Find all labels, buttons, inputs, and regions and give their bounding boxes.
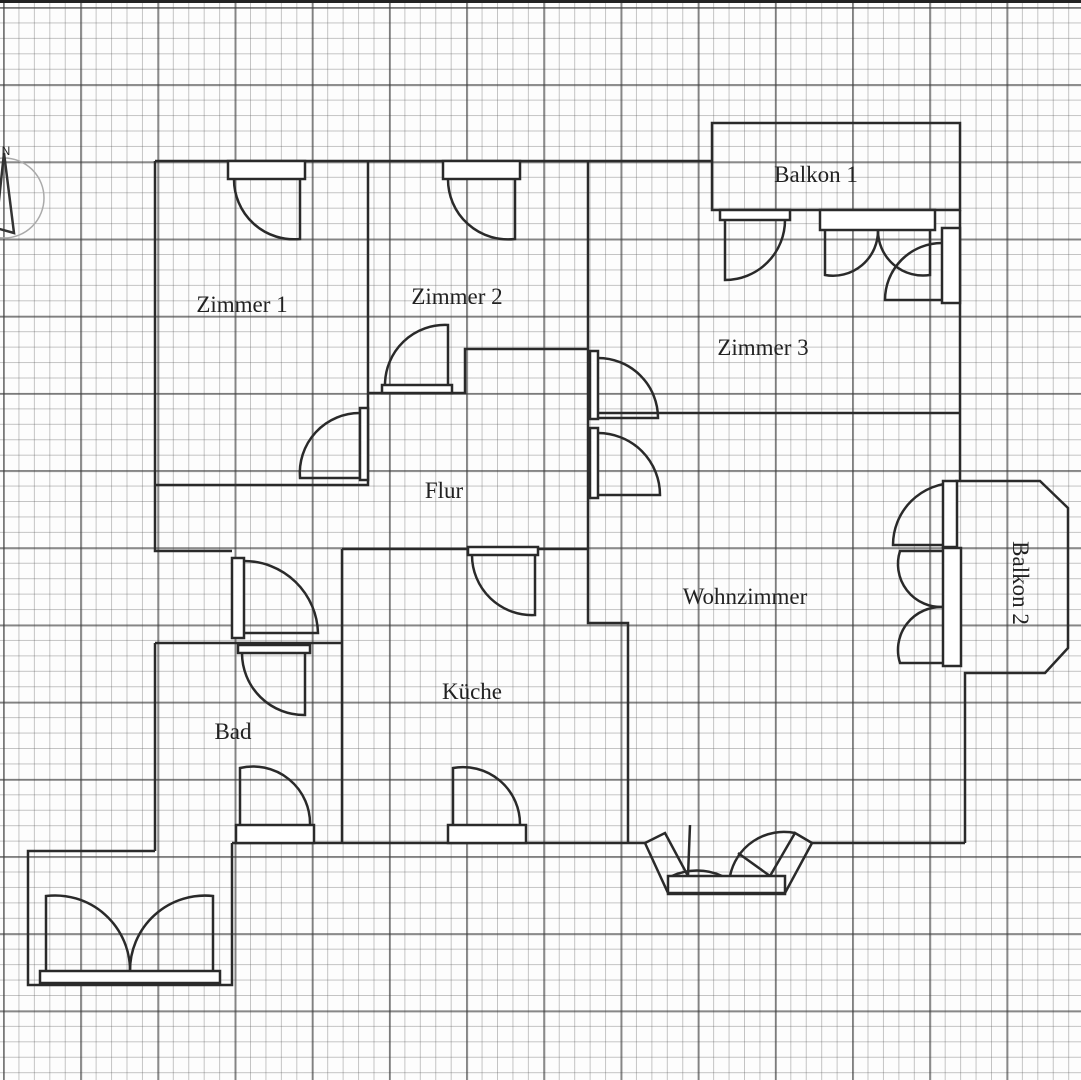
door-icon <box>818 208 937 277</box>
door-icon <box>234 765 316 845</box>
compass-north-label: N <box>1 144 11 158</box>
door-swing <box>451 765 522 826</box>
door-icon <box>298 406 370 482</box>
door-icon <box>896 546 963 668</box>
door-icon <box>466 545 540 617</box>
door-icon <box>718 208 792 282</box>
door-icon <box>883 226 962 305</box>
door-swing <box>298 411 361 480</box>
door-icon <box>236 643 312 717</box>
zimmer-1-left-wall <box>153 161 232 553</box>
door-swing <box>128 894 215 972</box>
door-frame <box>230 556 246 640</box>
door-frame <box>588 349 600 421</box>
room-label-flur: Flur <box>424 478 464 503</box>
door-frame <box>940 226 962 305</box>
door-icon <box>230 556 320 640</box>
door-frame <box>441 159 522 181</box>
room-label-kueche: Küche <box>441 679 503 704</box>
south-balcony-side-left <box>644 831 690 877</box>
door-swing <box>896 605 944 665</box>
door-icon <box>588 349 660 421</box>
room-label-zimmer-2: Zimmer 2 <box>411 284 503 309</box>
doors <box>38 159 963 985</box>
compass-icon <box>0 152 45 239</box>
room-label-balkon-1: Balkon 1 <box>774 162 858 187</box>
door-frame <box>38 969 222 985</box>
door-swing <box>896 549 944 609</box>
door-swing <box>238 765 312 826</box>
door-swing <box>240 652 307 717</box>
door-icon <box>891 479 959 549</box>
door-frame <box>358 406 370 482</box>
bottom-left-balcony <box>26 843 234 987</box>
door-swing <box>876 229 932 277</box>
door-swing <box>243 559 320 635</box>
room-label-wohnzimmer: Wohnzimmer <box>682 584 808 609</box>
floor-plan-drawing <box>0 121 1070 987</box>
door-icon <box>446 765 528 845</box>
door-frame <box>234 823 316 845</box>
door-swing <box>723 219 787 282</box>
door-icon <box>588 426 662 500</box>
door-frame <box>941 479 959 549</box>
south-balcony-door-arcs <box>671 824 796 878</box>
door-frame <box>236 643 312 655</box>
door-frame <box>226 159 307 181</box>
door-icon <box>380 323 454 395</box>
door-frame <box>818 208 937 232</box>
zimmer-1-right-wall <box>155 161 370 487</box>
door-swing <box>446 178 517 241</box>
door-icon <box>226 159 307 241</box>
room-label-zimmer-3: Zimmer 3 <box>717 335 809 360</box>
door-frame <box>941 546 963 668</box>
door-swing <box>597 431 662 497</box>
room-label-balkon-2: Balkon 2 <box>1008 541 1033 625</box>
door-swing <box>44 894 132 972</box>
door-swing <box>823 229 880 277</box>
door-frame <box>588 426 600 500</box>
room-label-bad: Bad <box>214 719 252 744</box>
door-swing <box>232 178 302 241</box>
door-frame <box>718 208 792 222</box>
door-swing <box>597 356 660 420</box>
room-label-zimmer-1: Zimmer 1 <box>196 292 288 317</box>
door-frame <box>446 823 528 845</box>
door-swing <box>883 241 943 302</box>
south-balcony <box>643 842 814 895</box>
door-frame <box>466 545 540 557</box>
balkon-2-outline <box>955 479 1070 843</box>
center-wall <box>586 161 630 843</box>
door-swing <box>383 323 450 386</box>
door-swing <box>470 554 537 617</box>
door-icon <box>441 159 522 241</box>
south-balcony-frame <box>666 874 787 896</box>
door-icon <box>38 894 222 985</box>
door-frame <box>380 383 454 395</box>
